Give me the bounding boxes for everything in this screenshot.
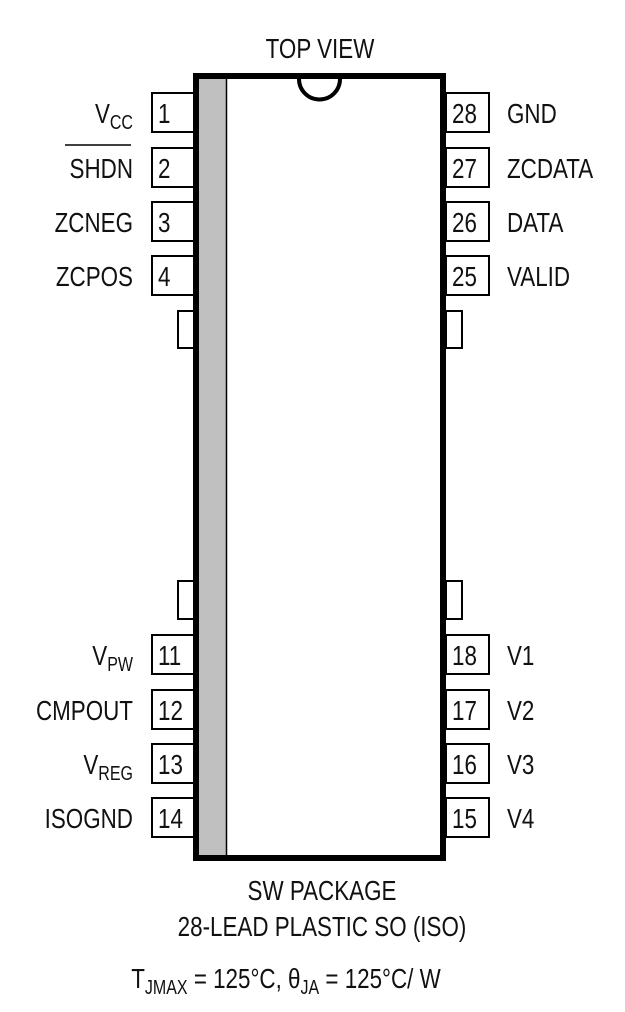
pin-number: 11 (158, 641, 181, 672)
left-pin-14: 14 ISOGND (45, 797, 195, 838)
pin-name: ZCDATA (507, 154, 593, 185)
tj-symbol: T (131, 964, 145, 995)
elided-pin-stub-left-upper (177, 310, 195, 349)
left-pin-12: 12 CMPOUT (36, 689, 195, 730)
elided-pin-stub-right-lower (445, 580, 463, 620)
right-pin-26: 26 DATA (445, 201, 563, 242)
pin-number: 15 (452, 804, 477, 835)
package-description: 28-LEAD PLASTIC SO (ISO) (178, 912, 467, 943)
pin-number: 27 (452, 154, 477, 185)
pin-number: 3 (158, 208, 170, 239)
right-pin-15: 15 V4 (445, 797, 534, 838)
pin-number: 13 (158, 750, 183, 781)
pin-name: V2 (507, 696, 534, 727)
pin-number: 25 (452, 262, 477, 293)
pin-name: V1 (507, 641, 534, 672)
pin-number: 18 (452, 641, 477, 672)
theta-value: = 125°C/ W (319, 964, 441, 995)
tj-value: = 125°C, (188, 964, 288, 995)
left-pin-2: 2 SHDN (65, 144, 195, 188)
pin-number: 28 (452, 99, 477, 130)
pin-number: 4 (158, 262, 170, 293)
pin-number: 14 (158, 804, 183, 835)
pin-name: VPW (92, 641, 134, 676)
pin-name: GND (507, 99, 557, 130)
pin-number: 12 (158, 696, 183, 727)
pin-box (151, 92, 195, 133)
pin-number: 17 (452, 696, 477, 727)
pin1-indicator-strip (199, 79, 226, 855)
theta-subscript: JA (301, 976, 320, 998)
pin-name: V4 (507, 804, 534, 835)
pin-number: 1 (158, 99, 170, 130)
pin-name: CMPOUT (36, 696, 133, 727)
pin-name: ZCNEG (55, 208, 133, 239)
left-pin-13: 13 VREG (83, 743, 195, 785)
pin-box (151, 201, 195, 242)
package-name: SW PACKAGE (248, 876, 397, 907)
pin-box (445, 255, 490, 296)
right-pin-17: 17 V2 (445, 689, 534, 730)
left-pin-4: 4 ZCPOS (56, 255, 195, 296)
pin-number: 26 (452, 208, 477, 239)
elided-pin-stub-left-lower (177, 580, 195, 620)
left-pin-3: 3 ZCNEG (55, 201, 195, 242)
elided-pin-stub-right-upper (445, 310, 463, 349)
right-pin-16: 16 V3 (445, 743, 534, 784)
left-pin-11: 11 VPW (92, 634, 195, 676)
pin-number: 2 (158, 154, 170, 185)
tj-subscript: JMAX (145, 976, 188, 998)
pin-box (445, 797, 490, 838)
right-pin-27: 27 ZCDATA (445, 147, 593, 188)
chip-body (193, 73, 446, 861)
pin-name: VALID (507, 262, 570, 293)
pin-name: ISOGND (45, 804, 133, 835)
thermal-spec: TJMAX = 125°C, θJA = 125°C/ W (131, 964, 441, 999)
pin-name: VREG (83, 750, 133, 785)
right-pin-25: 25 VALID (445, 255, 570, 296)
pin-name: ZCPOS (56, 262, 133, 293)
title-top-view: TOP VIEW (266, 34, 375, 65)
pin-name: VCC (95, 99, 133, 134)
left-pin-1: 1 VCC (95, 92, 195, 134)
pin-name: V3 (507, 750, 534, 781)
theta-symbol: θ (288, 964, 300, 995)
pin-box (151, 147, 195, 188)
notch-icon (297, 78, 342, 102)
pin-name: DATA (507, 208, 563, 239)
pin-number: 16 (452, 750, 477, 781)
right-pin-18: 18 V1 (445, 634, 534, 675)
right-pin-28: 28 GND (445, 92, 557, 133)
pin-name: SHDN (70, 154, 133, 185)
